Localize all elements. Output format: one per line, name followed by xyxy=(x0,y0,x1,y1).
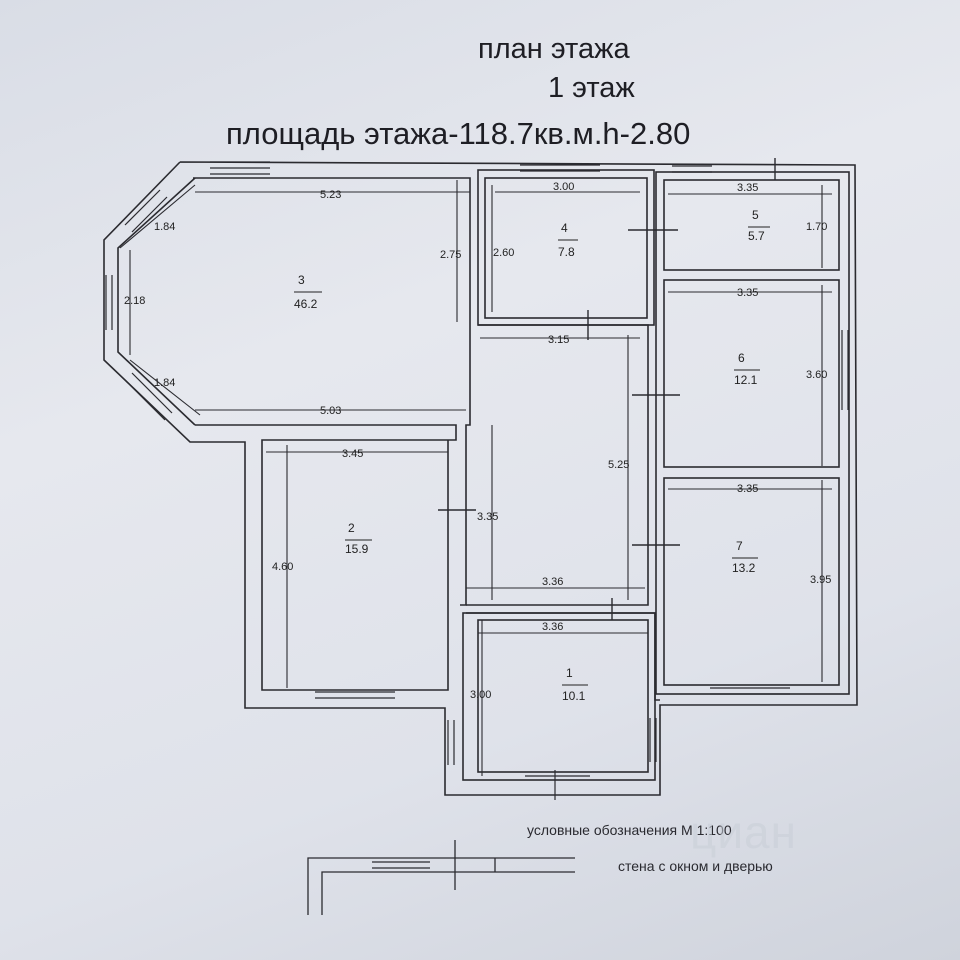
legend-symbol-text: стена с окном и дверью xyxy=(618,858,773,874)
dim-r6-h: 3.60 xyxy=(806,369,827,381)
dim-r2-w: 3.45 xyxy=(342,448,363,460)
room-6-outline xyxy=(663,279,840,468)
room-1-label: 1 10.1 xyxy=(562,666,588,703)
dim-r3-bottom: 5.03 xyxy=(320,405,341,417)
window-top-room4 xyxy=(520,164,600,172)
room-1-outline xyxy=(462,612,656,781)
legend-symbol xyxy=(307,840,575,915)
window-top-left xyxy=(210,161,270,175)
outer-wall xyxy=(103,161,858,796)
svg-text:2: 2 xyxy=(348,521,355,535)
room-3-label: 3 46.2 xyxy=(294,273,322,311)
svg-text:3: 3 xyxy=(298,273,305,287)
svg-text:4: 4 xyxy=(561,221,568,235)
dim-r4-w: 3.00 xyxy=(553,181,574,193)
svg-text:15.9: 15.9 xyxy=(345,542,369,556)
svg-text:12.1: 12.1 xyxy=(734,373,758,387)
room-4-label: 4 7.8 xyxy=(558,221,578,259)
legend-scale: условные обозначения М 1:100 xyxy=(527,822,732,838)
svg-text:46.2: 46.2 xyxy=(294,297,318,311)
dim-r6-w: 3.35 xyxy=(737,287,758,299)
window-top-room5 xyxy=(672,165,712,173)
watermark-logo: циан xyxy=(690,806,798,858)
dim-bay-3: 1.84 xyxy=(154,377,175,389)
door-room1 xyxy=(525,770,590,800)
svg-text:7.8: 7.8 xyxy=(558,245,575,259)
room-2-label: 2 15.9 xyxy=(345,521,372,556)
window-entrance-left xyxy=(447,720,455,765)
window-bay-lower xyxy=(124,372,173,421)
dim-r7-h: 3.95 xyxy=(810,574,831,586)
svg-text:6: 6 xyxy=(738,351,745,365)
window-room2 xyxy=(315,691,395,699)
dim-hall-bottom: 3.36 xyxy=(542,576,563,588)
dim-r5-w: 3.35 xyxy=(737,182,758,194)
svg-text:7: 7 xyxy=(736,539,743,553)
inner-wall-left xyxy=(193,177,471,606)
window-room6 xyxy=(841,330,849,410)
dim-bay-2: 2.18 xyxy=(124,295,145,307)
dim-hall-w: 3.15 xyxy=(548,334,569,346)
dim-r4-h: 2.60 xyxy=(493,247,514,259)
dim-r1-h: 3.00 xyxy=(470,689,491,701)
room-4-outline xyxy=(484,177,648,319)
room-5-label: 5 5.7 xyxy=(748,208,770,243)
window-bay xyxy=(105,275,113,330)
plan-title: план этажа xyxy=(478,33,630,65)
dim-hall2-h: 3.35 xyxy=(477,511,498,523)
dim-r3-top: 5.23 xyxy=(320,189,341,201)
dim-bay-1: 1.84 xyxy=(154,221,175,233)
dim-r7-w: 3.35 xyxy=(737,483,758,495)
dim-r2-h: 4.60 xyxy=(272,561,293,573)
window-bay-upper xyxy=(124,189,168,233)
room-6-label: 6 12.1 xyxy=(734,351,760,387)
dim-hall-h: 5.25 xyxy=(608,459,629,471)
svg-text:5: 5 xyxy=(752,208,759,222)
floor-area-label: площадь этажа-118.7кв.м.h-2.80 xyxy=(226,116,691,151)
window-room7 xyxy=(710,687,790,695)
room-7-label: 7 13.2 xyxy=(732,539,758,575)
svg-text:13.2: 13.2 xyxy=(732,561,756,575)
room-7-outline xyxy=(663,477,840,686)
window-entrance-right xyxy=(649,718,657,762)
svg-text:10.1: 10.1 xyxy=(562,689,586,703)
svg-text:5.7: 5.7 xyxy=(748,229,765,243)
floor-label: 1 этаж xyxy=(548,72,635,104)
room-5-outline xyxy=(663,179,840,271)
dim-r1-w: 3.36 xyxy=(542,621,563,633)
svg-text:1: 1 xyxy=(566,666,573,680)
dim-r5-h: 1.70 xyxy=(806,221,827,233)
dim-r3-h: 2.75 xyxy=(440,249,461,261)
